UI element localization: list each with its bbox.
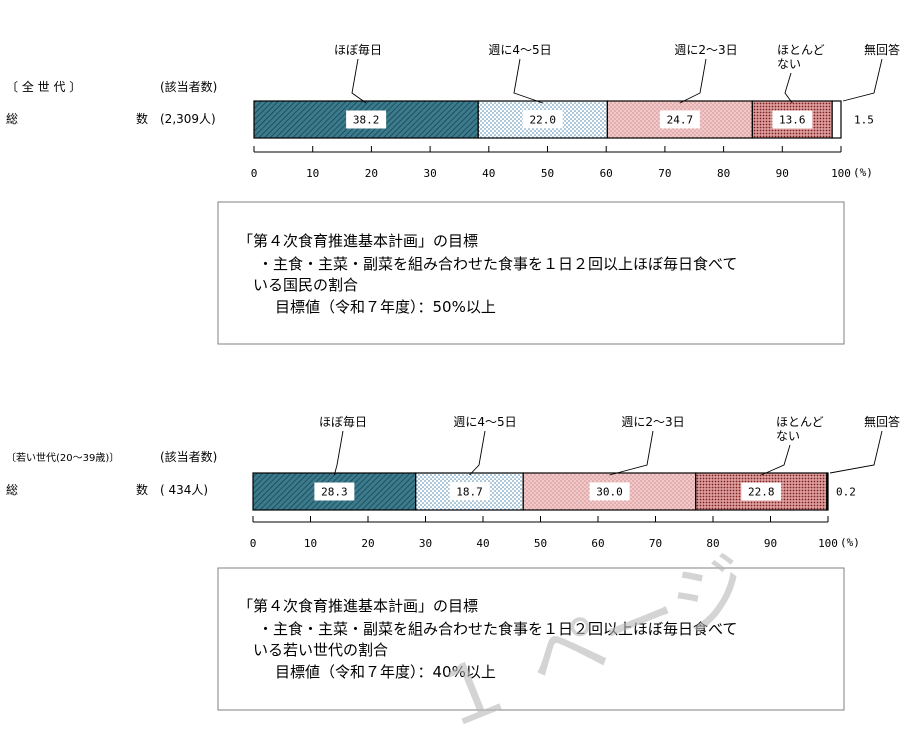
value-label-bg-2 bbox=[589, 482, 630, 501]
leader-line-4 bbox=[829, 430, 883, 474]
value-label-bg-3 bbox=[741, 482, 782, 501]
legend-label-2: 週に2～3日 bbox=[621, 415, 684, 429]
x-tick-label: 60 bbox=[600, 167, 613, 180]
target-box-1-line2: ・主食・主菜・副菜を組み合わせた食事を１日２回以上ほぼ毎日食べて bbox=[258, 255, 737, 273]
row-label: 総 数 bbox=[6, 482, 148, 497]
legend-label-3: ない bbox=[777, 57, 801, 71]
value-label-3: 13.6 bbox=[779, 114, 806, 127]
target-box-2-line3: いる若い世代の割合 bbox=[253, 641, 388, 659]
x-tick-label: 60 bbox=[591, 537, 604, 550]
legend-label-0: ほぼ毎日 bbox=[334, 42, 382, 57]
bar-segment-1 bbox=[477, 100, 608, 139]
x-tick-label: 40 bbox=[482, 167, 495, 180]
row-label: 総 数 bbox=[6, 111, 148, 126]
x-tick-label: 90 bbox=[764, 537, 777, 550]
x-tick-label: 40 bbox=[476, 537, 489, 550]
leader-line-1 bbox=[513, 58, 543, 104]
percent-unit: (%) bbox=[853, 166, 873, 179]
group-label: 〔若い世代(20～39歳)〕 bbox=[6, 451, 119, 464]
legend-label-2: 週に2～3日 bbox=[674, 43, 737, 57]
x-tick-label: 70 bbox=[658, 167, 671, 180]
percent-unit: (%) bbox=[840, 536, 860, 549]
value-label-bg-0 bbox=[346, 110, 387, 129]
x-tick-label: 30 bbox=[419, 537, 432, 550]
chart-young-generation: 〔若い世代(20～39歳)〕 (該当者数) 総 数 ( 434人) 28.3 ほぼ毎日 18… bbox=[6, 414, 900, 550]
row-count: (2,309人) bbox=[160, 112, 216, 126]
legend-label-3: ほとんど bbox=[777, 43, 825, 57]
target-box-2-line1: 「第４次食育推進基本計画」の目標 bbox=[238, 597, 478, 615]
x-tick-label: 70 bbox=[649, 537, 662, 550]
legend-label-0: ほぼ毎日 bbox=[319, 414, 367, 429]
x-tick-label: 100 bbox=[818, 537, 838, 550]
x-tick-label: 100 bbox=[831, 167, 851, 180]
count-header: (該当者数) bbox=[160, 79, 217, 94]
value-label-2: 24.7 bbox=[667, 114, 694, 127]
target-box-2: 「第４次食育推進基本計画」の目標 ・主食・主菜・副菜を組み合わせた食事を１日２回… bbox=[217, 567, 845, 711]
leader-line-0 bbox=[333, 430, 344, 476]
legend-label-1: 週に4～5日 bbox=[453, 415, 516, 429]
x-tick-label: 90 bbox=[776, 167, 789, 180]
value-label-bg-0 bbox=[314, 482, 355, 501]
value-label-0: 28.3 bbox=[321, 486, 348, 499]
value-label-bg-1 bbox=[522, 110, 563, 129]
target-box-1-line1: 「第４次食育推進基本計画」の目標 bbox=[238, 232, 478, 250]
leader-line-4 bbox=[842, 58, 883, 102]
value-label-2: 30.0 bbox=[596, 486, 623, 499]
x-tick-label: 20 bbox=[361, 537, 374, 550]
x-tick-label: 80 bbox=[717, 167, 730, 180]
x-tick-label: 50 bbox=[534, 537, 547, 550]
legend-label-4: 無回答 bbox=[864, 42, 900, 57]
x-tick-label: 80 bbox=[706, 537, 719, 550]
legend-label-3: ほとんど bbox=[776, 415, 824, 429]
legend-label-4: 無回答 bbox=[864, 414, 900, 429]
leader-line-3 bbox=[761, 444, 791, 476]
x-tick-label: 0 bbox=[250, 537, 257, 550]
legend-label-3: ない bbox=[776, 429, 800, 443]
value-label-0: 38.2 bbox=[353, 114, 380, 127]
bar-segment-4 bbox=[826, 472, 829, 511]
x-tick-label: 30 bbox=[423, 167, 436, 180]
x-tick-label: 0 bbox=[251, 167, 258, 180]
value-label-bg-3 bbox=[772, 110, 813, 129]
chart-all-generations: 〔 全 世 代 〕 (該当者数) 総 数 (2,309人) 38.2 ほぼ毎日 22.0 週に… bbox=[6, 42, 900, 180]
target-box-2-line2: ・主食・主菜・副菜を組み合わせた食事を１日２回以上ほぼ毎日食べて bbox=[258, 620, 737, 638]
x-tick-label: 10 bbox=[306, 167, 319, 180]
row-count: ( 434人) bbox=[160, 483, 208, 497]
target-box-1-line3: いる国民の割合 bbox=[253, 276, 358, 294]
value-label-bg-1 bbox=[449, 482, 490, 501]
value-label-4: 0.2 bbox=[836, 486, 856, 499]
x-tick-label: 20 bbox=[365, 167, 378, 180]
bar-segment-4 bbox=[831, 100, 842, 139]
value-label-1: 18.7 bbox=[456, 486, 483, 499]
leader-line-2 bbox=[679, 58, 707, 104]
value-label-1: 22.0 bbox=[530, 114, 557, 127]
x-tick-label: 10 bbox=[304, 537, 317, 550]
target-box-2-line4: 目標値（令和７年度）：40%以上 bbox=[275, 663, 496, 681]
legend-label-1: 週に4～5日 bbox=[488, 43, 551, 57]
target-box-1-line4: 目標値（令和７年度）：50%以上 bbox=[275, 298, 496, 316]
leader-line-0 bbox=[351, 58, 367, 104]
target-box-1: 「第４次食育推進基本計画」の目標 ・主食・主菜・副菜を組み合わせた食事を１日２回… bbox=[217, 201, 845, 345]
leader-line-2 bbox=[609, 430, 654, 476]
value-label-bg-2 bbox=[659, 110, 700, 129]
count-header: (該当者数) bbox=[160, 449, 217, 464]
x-tick-label: 50 bbox=[541, 167, 554, 180]
leader-line-1 bbox=[469, 430, 486, 476]
leader-line-3 bbox=[784, 72, 793, 104]
value-label-3: 22.8 bbox=[748, 486, 775, 499]
group-label: 〔 全 世 代 〕 bbox=[6, 79, 81, 94]
value-label-4: 1.5 bbox=[854, 114, 874, 127]
